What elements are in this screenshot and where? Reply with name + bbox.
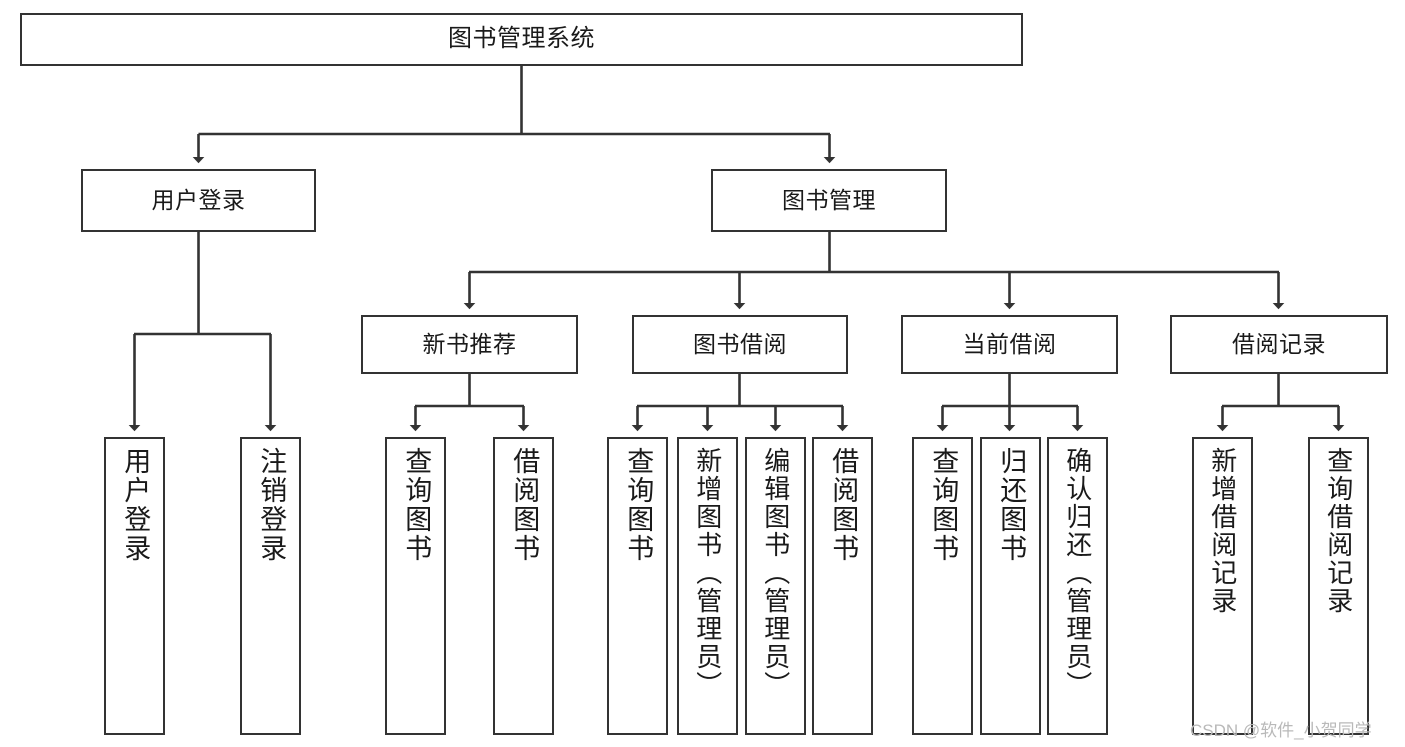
node-label: 图书借阅 xyxy=(693,330,787,357)
node-label: 图书管理 xyxy=(782,186,876,213)
node-label: 归还图书 xyxy=(996,447,1027,563)
node-label: 查询图书 xyxy=(928,447,959,563)
node-label: 注销登录 xyxy=(256,447,287,563)
leaf-current-return-book[interactable]: 归还图书 xyxy=(980,437,1041,735)
node-label: 新增借阅记录 xyxy=(1207,447,1238,615)
node-label: 查询借阅记录 xyxy=(1323,447,1354,615)
csdn-watermark: CSDN @软件_小贺同学 xyxy=(1190,721,1372,740)
node-book-borrow[interactable]: 图书借阅 xyxy=(632,315,848,374)
node-label: 图书管理系统 xyxy=(448,25,595,53)
node-new-book-recommend[interactable]: 新书推荐 xyxy=(361,315,578,374)
leaf-newbook-query-book[interactable]: 查询图书 xyxy=(385,437,446,735)
node-label: 用户登录 xyxy=(151,186,246,213)
leaf-borrow-borrow-book[interactable]: 借阅图书 xyxy=(812,437,873,735)
leaf-record-query-record[interactable]: 查询借阅记录 xyxy=(1308,437,1369,735)
node-label: 新书推荐 xyxy=(422,330,517,357)
node-book-management[interactable]: 图书管理 xyxy=(711,169,947,232)
node-label: 确认归还（管理员） xyxy=(1062,447,1093,699)
node-label: 编辑图书（管理员） xyxy=(760,447,791,699)
leaf-record-add-record[interactable]: 新增借阅记录 xyxy=(1192,437,1253,735)
leaf-borrow-edit-book-admin[interactable]: 编辑图书（管理员） xyxy=(745,437,806,735)
node-label: 查询图书 xyxy=(401,447,432,563)
node-user-login[interactable]: 用户登录 xyxy=(81,169,316,232)
leaf-borrow-query-book[interactable]: 查询图书 xyxy=(607,437,668,735)
node-label: 借阅记录 xyxy=(1232,330,1326,357)
node-borrow-record[interactable]: 借阅记录 xyxy=(1170,315,1388,374)
node-label: 当前借阅 xyxy=(962,330,1057,357)
leaf-user-login-signin[interactable]: 用户登录 xyxy=(104,437,165,735)
leaf-user-login-signout[interactable]: 注销登录 xyxy=(240,437,301,735)
node-label: 用户登录 xyxy=(120,447,151,563)
node-root-system[interactable]: 图书管理系统 xyxy=(20,13,1023,66)
leaf-current-query-book[interactable]: 查询图书 xyxy=(912,437,973,735)
node-current-borrow[interactable]: 当前借阅 xyxy=(901,315,1118,374)
node-label: 借阅图书 xyxy=(828,447,859,563)
node-label: 借阅图书 xyxy=(509,447,540,563)
leaf-newbook-borrow-book[interactable]: 借阅图书 xyxy=(493,437,554,735)
node-label: 新增图书（管理员） xyxy=(692,447,723,699)
node-label: 查询图书 xyxy=(623,447,654,563)
leaf-current-confirm-return-admin[interactable]: 确认归还（管理员） xyxy=(1047,437,1108,735)
leaf-borrow-add-book-admin[interactable]: 新增图书（管理员） xyxy=(677,437,738,735)
